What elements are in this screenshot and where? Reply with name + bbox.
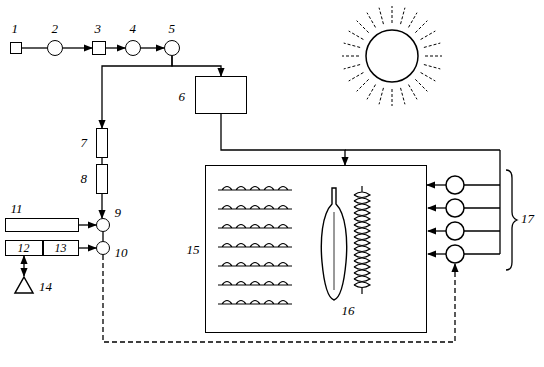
callout-number: 16 (341, 304, 356, 318)
connector (79, 247, 96, 248)
long-block: 11 (5, 218, 79, 232)
callout-number: 17 (520, 212, 535, 226)
connector (172, 56, 221, 76)
callout-number: 7 (80, 136, 89, 150)
connector (221, 114, 345, 165)
bracket (506, 170, 517, 270)
pump-group: 17 (446, 176, 464, 264)
column-unit: 8 (96, 164, 108, 194)
block: 13 (43, 240, 79, 256)
column-unit: 7 (96, 128, 108, 158)
connector (141, 47, 164, 48)
block: 12 (5, 240, 43, 256)
circle-unit: 2 (47, 40, 63, 56)
callout-number: 15 (186, 243, 201, 257)
coil (354, 186, 370, 294)
chamber-box: 1516 (205, 165, 427, 333)
callout-number: 6 (178, 90, 187, 104)
flask-stem (334, 212, 335, 290)
callout-number: 12 (17, 241, 31, 255)
callout-number: 10 (114, 246, 129, 260)
callout-number: 14 (38, 280, 53, 294)
sun (342, 6, 442, 106)
callout-number: 9 (114, 206, 123, 220)
circle-unit: 4 (125, 40, 141, 56)
square-unit: 3 (92, 41, 106, 55)
connector (102, 56, 172, 128)
connector (79, 224, 96, 225)
connector (106, 47, 125, 48)
callout-number: 2 (51, 22, 60, 36)
circle-unit: 9 (96, 218, 110, 232)
callout-number: 1 (11, 22, 20, 36)
callout-number: 4 (129, 22, 138, 36)
circulators (446, 176, 464, 263)
shelves (218, 187, 292, 305)
callout-number: 8 (80, 172, 89, 186)
connector (101, 194, 102, 218)
source-block: 1 (10, 42, 22, 54)
circle-unit: 10 (96, 241, 110, 255)
callout-number: 11 (10, 202, 24, 216)
dashed-connector (103, 255, 455, 342)
triangle-outline (14, 276, 34, 294)
flask (321, 188, 346, 300)
callout-number: 13 (54, 241, 68, 255)
callout-number: 5 (168, 22, 177, 36)
connector (63, 47, 92, 48)
triangle-symbol: 14 (14, 276, 34, 294)
circle-unit: 5 (164, 40, 180, 56)
connector (427, 184, 446, 185)
process-box: 6 (195, 76, 247, 114)
callout-number: 3 (94, 22, 103, 36)
connector (22, 47, 47, 48)
flask-coil-group: 16 (318, 182, 378, 320)
connector (102, 232, 103, 241)
connector (23, 256, 24, 276)
